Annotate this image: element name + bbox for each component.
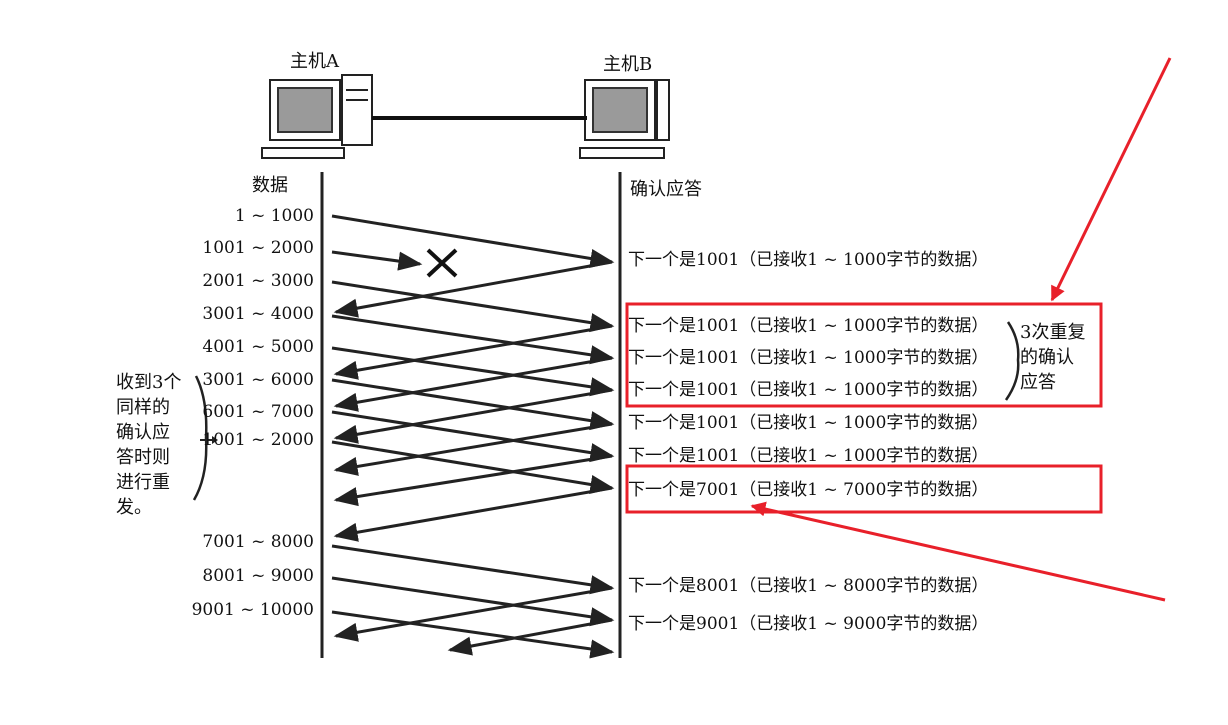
dup-ack-brace [1004,321,1020,401]
new-ack-highlight-box [625,464,1103,514]
segment-label: 1001 ~ 2000 [202,238,314,258]
retransmit-brace [192,375,208,501]
ack-arrow-3 [333,356,613,412]
ack-label: 下一个是8001（已接收1 ~ 8000字节的数据） [628,576,989,596]
ack-label: 下一个是1001（已接收1 ~ 1000字节的数据） [628,250,989,270]
segment-arrow-7 [331,410,615,463]
segment-label-retransmit: 1001 ~ 2000 [202,430,314,450]
host-a-label: 主机A [290,51,339,72]
segment-arrow-9 [331,544,615,595]
ack-label-duplicate: 下一个是1001（已接收1 ~ 1000字节的数据） [628,348,989,368]
ack-label: 下一个是9001（已接收1 ~ 9000字节的数据） [628,614,989,634]
dup-ack-note: 3次重复 的确认 应答 [1020,320,1085,395]
retransmit-note-line: 收到3个 [116,372,182,393]
ack-arrow-8 [333,586,613,642]
ack-label: 下一个是1001（已接收1 ~ 1000字节的数据） [628,413,989,433]
dup-ack-note-line: 的确认 [1020,347,1074,368]
dup-ack-note-line: 应答 [1020,372,1056,393]
ack-arrow-4 [333,388,613,444]
ack-label-duplicate: 下一个是1001（已接收1 ~ 1000字节的数据） [628,316,989,336]
segment-label: 3001 ~ 4000 [202,304,314,324]
ack-arrow-9 [447,618,613,656]
segment-arrow-10 [331,576,615,627]
segment-label: 6001 ~ 7000 [202,402,314,422]
segment-arrow-5 [331,346,615,397]
lost-segment-x-icon [426,248,458,278]
host-b-computer-icon [579,79,670,159]
ack-label: 下一个是1001（已接收1 ~ 1000字节的数据） [628,446,989,466]
segment-label: 8001 ~ 9000 [202,566,314,586]
retransmit-note: 收到3个 同样的 确认应 答时则 进行重 发。 [116,370,181,520]
red-pointer-arrow-top [1050,57,1172,302]
segment-label: 2001 ~ 3000 [202,271,314,291]
host-b-label: 主机B [603,54,653,75]
dup-ack-highlight-box [625,302,1103,408]
ack-label-duplicate: 下一个是1001（已接收1 ~ 1000字节的数据） [628,380,989,400]
segment-arrow-4 [331,314,615,365]
retransmit-note-line: 同样的 [116,397,170,418]
segment-arrow-3 [331,280,615,333]
retransmit-note-line: 发。 [116,497,152,518]
host-a-computer-icon [261,74,373,159]
ack-arrow-5 [333,422,613,476]
segment-label: 3001 ~ 6000 [202,370,314,390]
segment-arrow-6 [331,378,615,431]
data-column-header: 数据 [252,175,288,196]
ack-arrow-7 [333,486,613,542]
ack-arrow-1 [333,260,613,318]
segment-arrow-11 [331,610,615,659]
segment-label: 7001 ~ 8000 [202,532,314,552]
red-pointer-arrow-bottom [750,501,1166,602]
ack-arrow-2 [333,324,613,380]
dup-ack-note-line: 3次重复 [1020,322,1086,343]
ack-label-new: 下一个是7001（已接收1 ~ 7000字节的数据） [628,480,989,500]
segment-label: 9001 ~ 10000 [191,600,314,620]
ack-arrow-6 [333,454,613,507]
retransmit-note-line: 进行重 [116,472,170,493]
ack-column-header: 确认应答 [630,179,702,200]
segment-arrow-8-retransmit [331,440,615,494]
retransmit-note-line: 答时则 [116,447,170,468]
retransmit-note-line: 确认应 [116,422,170,443]
segment-label: 4001 ~ 5000 [202,337,314,357]
segment-arrow-2-lost [331,250,423,271]
segment-arrow-1 [331,214,615,268]
segment-label: 1 ~ 1000 [234,206,314,226]
